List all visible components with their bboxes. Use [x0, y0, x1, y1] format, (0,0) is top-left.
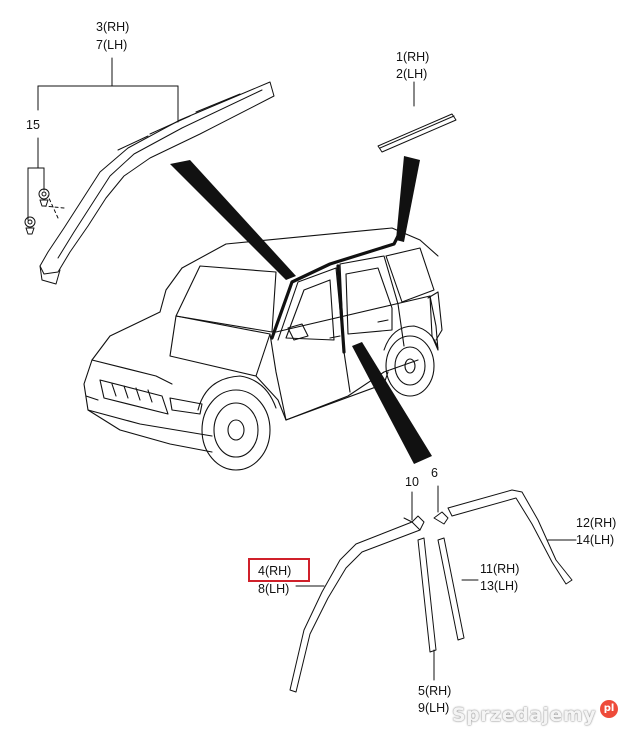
label-part-7: 7(LH)	[96, 38, 128, 52]
label-part-3: 3(RH)	[96, 20, 130, 34]
highlight-box	[248, 558, 310, 582]
label-part-5: 5(RH)	[418, 684, 452, 698]
label-part-6: 6	[431, 466, 438, 480]
label-part-10: 10	[405, 475, 419, 489]
front-door-moulding	[289, 515, 425, 693]
watermark-text: Sprzedajemy	[452, 704, 597, 726]
a-pillar-garnish	[39, 81, 275, 285]
label-part-13: 13(LH)	[480, 579, 519, 593]
label-part-4: 4(RH)	[258, 564, 292, 578]
label-part-1: 1(RH)	[396, 50, 430, 64]
label-part-9: 9(LH)	[418, 701, 450, 715]
label-part-8: 8(LH)	[258, 582, 290, 596]
vehicle-body	[83, 227, 443, 471]
rear-door-front-channel	[433, 485, 479, 641]
leader-lines-top-left	[27, 57, 179, 221]
roof-drip-moulding	[377, 81, 457, 153]
callout-wedges	[170, 156, 432, 464]
watermark-badge: pl	[600, 700, 618, 718]
label-part-12: 12(RH)	[576, 516, 617, 530]
label-part-11: 11(RH)	[480, 562, 520, 576]
front-door-channel	[411, 491, 437, 681]
rear-door-top-moulding	[447, 489, 577, 585]
clip-fasteners	[24, 188, 50, 235]
label-part-14: 14(LH)	[576, 533, 615, 547]
label-part-15: 15	[26, 118, 40, 132]
label-part-2: 2(LH)	[396, 67, 428, 81]
